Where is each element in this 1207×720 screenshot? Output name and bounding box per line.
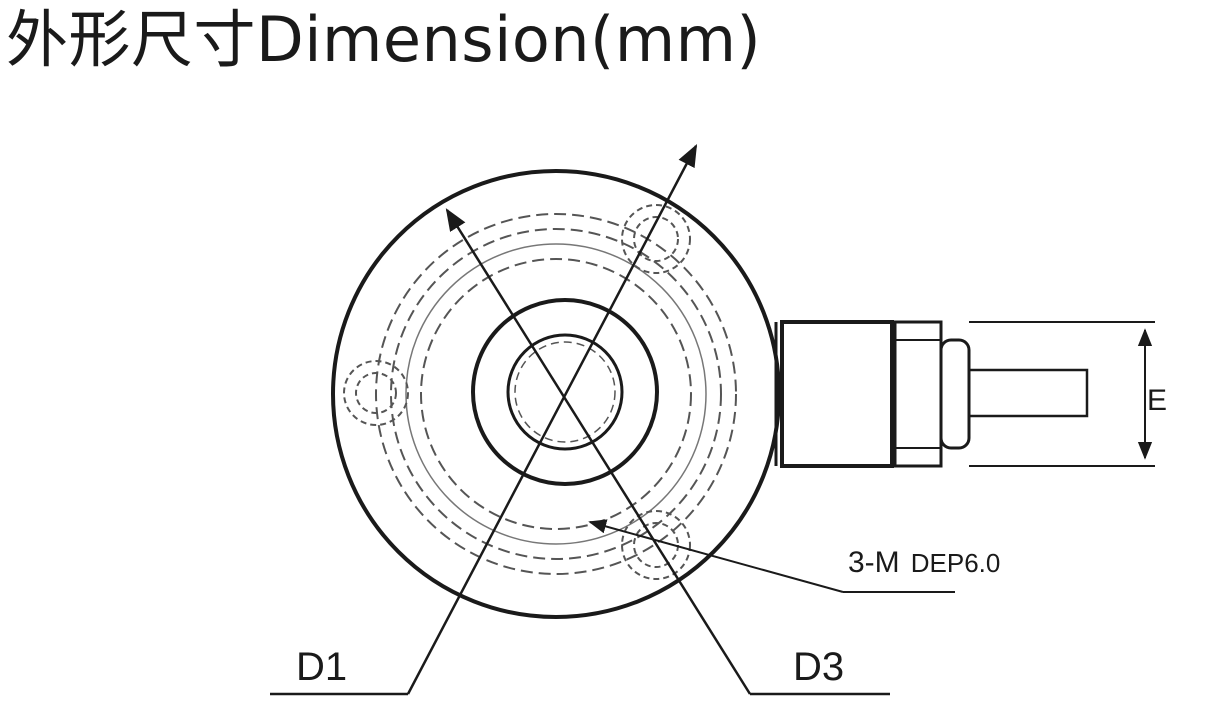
page-title: 外形尺寸Dimension(mm) [6,3,762,76]
d1-label: D1 [296,645,347,689]
mounting-hole-bottom [621,510,691,580]
cable-connector [774,320,1155,468]
mounting-hole-left [343,360,409,426]
hidden-circle-outer [375,213,737,575]
e-dimension-label: E [1147,384,1167,417]
load-button-hidden [514,341,616,443]
thread-spec-label: 3-M DEP6.0 [848,546,1000,579]
thread-depth: DEP6.0 [911,548,1001,578]
d3-label: D3 [793,645,844,689]
hidden-circle-middle [390,228,722,560]
pitch-circle [405,243,707,545]
d3-dimension-line [445,208,752,695]
hidden-circle-inner [420,258,692,530]
load-button-outer [471,298,659,486]
d1-dimension-line [406,144,698,695]
thread-prefix: 3-M [848,546,900,579]
outer-body-circle [331,169,781,619]
mounting-hole-top [621,204,691,274]
load-button-inner [506,333,624,451]
thread-leader-line [588,519,844,593]
